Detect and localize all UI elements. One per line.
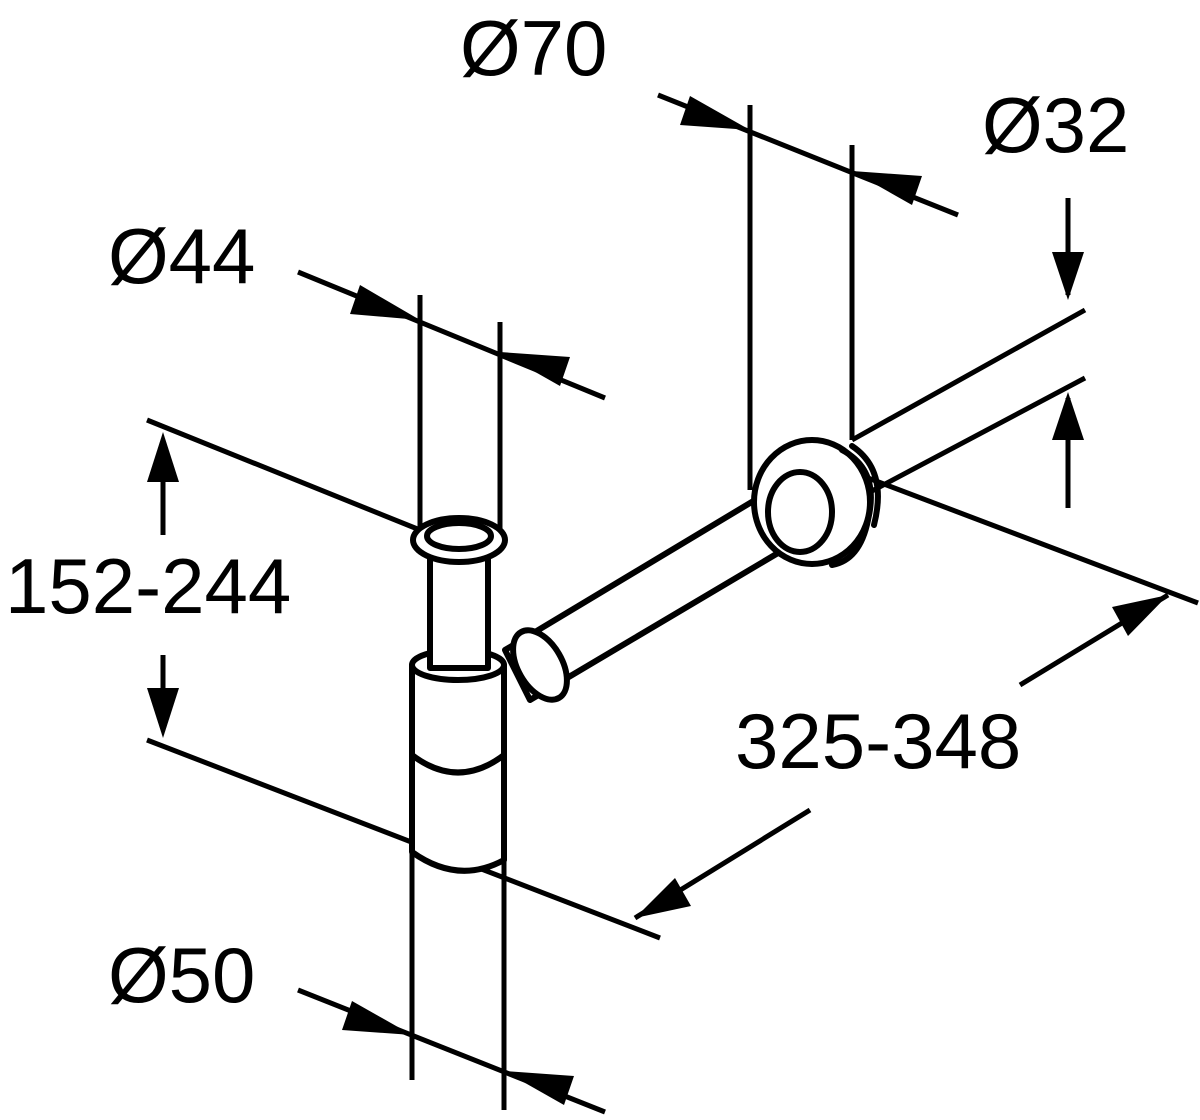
- inlet-tube-body: [427, 545, 491, 671]
- arrow-length-right: [1112, 595, 1168, 636]
- outlet-pipe-joint: [510, 627, 570, 703]
- inlet-tube: [410, 515, 508, 671]
- ext-line-height-top: [146, 417, 421, 533]
- label-diameter-32: Ø32: [982, 81, 1129, 169]
- outlet-pipe: [502, 485, 803, 703]
- ext-line-32-bottom: [868, 375, 1087, 495]
- ext-line-height-bottom: [146, 737, 661, 941]
- arrow-44-right: [500, 352, 570, 386]
- wall-rosette: [751, 437, 881, 568]
- label-diameter-50: Ø50: [108, 931, 255, 1019]
- arrow-70-left: [680, 96, 750, 130]
- arrow-32-top: [1052, 252, 1084, 300]
- bottle-trap: [409, 437, 881, 874]
- arrow-50-left: [342, 1001, 412, 1035]
- ext-line-length-right: [867, 475, 1199, 606]
- arrow-50-right: [504, 1071, 574, 1105]
- arrow-height-top: [147, 432, 179, 482]
- rosette-rim-2: [849, 443, 881, 528]
- dimension-lines: [147, 92, 1170, 1115]
- arrow-height-bottom: [147, 688, 179, 738]
- label-length-range: 325-348: [735, 697, 1021, 785]
- rosette-rim: [829, 447, 874, 568]
- rosette-inner: [765, 469, 835, 555]
- trap-body: [409, 647, 507, 874]
- extension-lines: [146, 105, 1199, 1110]
- label-diameter-44: Ø44: [108, 212, 255, 300]
- arrow-length-left: [635, 878, 691, 918]
- trap-body-band: [409, 752, 507, 776]
- label-height-range: 152-244: [5, 542, 291, 630]
- ext-line-32-top: [850, 307, 1087, 443]
- label-diameter-70: Ø70: [460, 4, 607, 92]
- dimension-labels: Ø70 Ø32 Ø44 152-244 325-348 Ø50: [5, 4, 1129, 1019]
- arrow-32-bottom: [1052, 392, 1084, 440]
- arrow-44-left: [350, 285, 420, 320]
- trap-body-shell: [409, 662, 507, 874]
- inlet-collar-inner: [424, 520, 494, 552]
- arrow-70-right: [852, 171, 922, 205]
